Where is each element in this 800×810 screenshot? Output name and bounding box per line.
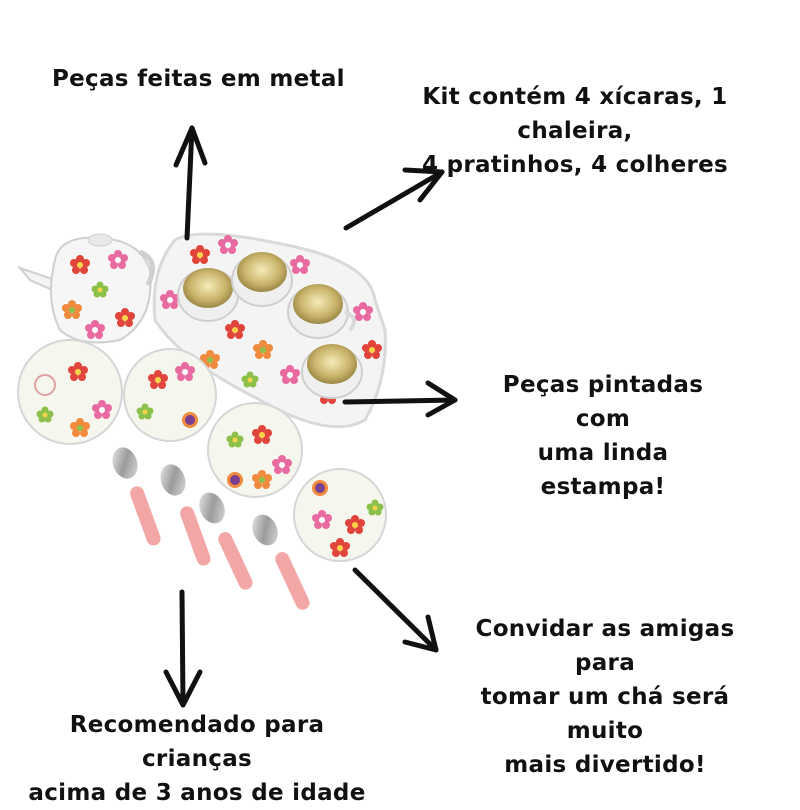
spoon-icon	[252, 514, 310, 610]
caption-friends-line-1: Convidar as amigas para	[475, 616, 735, 676]
caption-friends-line-3: mais divertido!	[504, 752, 706, 778]
cups-group	[177, 252, 363, 399]
caption-friends: Convidar as amigas para tomar um chá ser…	[445, 612, 765, 782]
caption-age: Recomendado para crianças acima de 3 ano…	[22, 708, 372, 810]
caption-metal-line: Peças feitas em metal	[52, 66, 345, 92]
plate-icon	[293, 468, 387, 562]
cup-icon	[301, 344, 363, 399]
plates-group	[17, 339, 387, 562]
spoon-icon	[112, 447, 161, 546]
teapot-icon	[16, 233, 155, 344]
caption-kit-line-1: Kit contém 4 xícaras, 1 chaleira,	[422, 84, 728, 144]
arrow-icon-kit	[343, 167, 445, 231]
arrow-icon-age	[163, 589, 203, 708]
spoons-group	[112, 447, 310, 610]
caption-kit-line-2: 4 pratinhos, 4 colheres	[421, 152, 729, 178]
caption-kit: Kit contém 4 xícaras, 1 chaleira, 4 prat…	[370, 80, 780, 182]
arrow-icon-friends	[352, 567, 439, 653]
plate-icon	[123, 348, 217, 442]
cup-icon	[287, 284, 356, 339]
cup-icon	[231, 252, 293, 307]
caption-age-line-2: acima de 3 anos de idade	[28, 780, 366, 806]
caption-print-line-1: Peças pintadas com	[502, 372, 704, 432]
caption-friends-line-2: tomar um chá será muito	[480, 684, 730, 744]
arrow-icon-metal	[173, 125, 208, 241]
spoon-icon	[199, 492, 253, 590]
spoon-icon	[160, 464, 211, 566]
caption-print: Peças pintadas com uma linda estampa!	[478, 368, 728, 504]
arrow-icon-print	[342, 380, 458, 418]
caption-metal: Peças feitas em metal	[52, 62, 345, 96]
cup-icon	[177, 268, 239, 322]
plate-icon	[207, 402, 303, 498]
caption-age-line-1: Recomendado para crianças	[69, 712, 325, 772]
caption-print-line-2: uma linda estampa!	[537, 440, 669, 500]
plate-icon	[17, 339, 123, 445]
